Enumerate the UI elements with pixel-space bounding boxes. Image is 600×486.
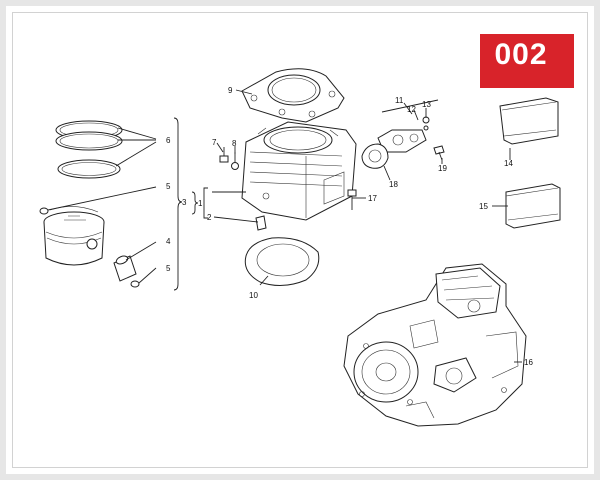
cylinder-block <box>241 121 357 221</box>
leader-lines-left <box>47 127 157 284</box>
bolt-19 <box>433 145 445 161</box>
callout-2: 2 <box>207 213 212 222</box>
callout-3: 3 <box>182 198 187 207</box>
dowel-screw-7 <box>219 147 229 163</box>
callout-18: 18 <box>389 180 398 189</box>
chain-tensioner-assembly <box>377 99 439 153</box>
piston <box>43 206 105 266</box>
circlip-top <box>39 207 49 215</box>
callout-7: 7 <box>212 138 217 147</box>
callout-13: 13 <box>422 100 431 109</box>
diagram-inner-border <box>12 12 588 468</box>
group-bracket-1 <box>191 191 199 215</box>
callout-labels: 6 5 4 5 3 1 2 7 8 9 10 11 12 13 14 15 16… <box>166 86 533 367</box>
section-badge-background <box>480 34 574 88</box>
callout-5-bottom: 5 <box>166 264 171 273</box>
callout-12: 12 <box>407 105 416 114</box>
piston-pin <box>113 255 137 282</box>
callout-6: 6 <box>166 136 171 145</box>
piston-rings <box>55 120 123 179</box>
tensioner-gasket-18 <box>361 143 389 169</box>
callout-9: 9 <box>228 86 233 95</box>
callout-1: 1 <box>198 199 203 208</box>
callout-16: 16 <box>524 358 533 367</box>
callout-10: 10 <box>249 291 258 300</box>
group-bracket-1b <box>203 187 208 219</box>
spring-screw-13 <box>422 116 430 131</box>
cylinder-head-gasket <box>241 68 345 123</box>
bolt-17 <box>347 189 357 210</box>
callout-17: 17 <box>368 194 377 203</box>
leader-lines-right <box>212 89 522 363</box>
callout-11: 11 <box>395 96 404 105</box>
complete-engine <box>343 263 527 427</box>
exploded-parts-diagram: 6 5 4 5 3 1 2 7 8 9 10 11 12 13 14 15 16… <box>39 34 574 427</box>
circlip-bottom <box>130 280 140 288</box>
callout-14: 14 <box>504 159 513 168</box>
gasket-kit-bag-14 <box>499 97 559 145</box>
dowel-pin-2 <box>255 215 267 231</box>
callout-15: 15 <box>479 202 488 211</box>
group-bracket-3 <box>173 117 183 291</box>
section-number-badge: 002 <box>494 38 548 71</box>
callout-4: 4 <box>166 237 171 246</box>
callout-19: 19 <box>438 164 447 173</box>
callout-8: 8 <box>232 139 237 148</box>
gasket-kit-bag-15 <box>505 183 561 229</box>
callout-5-top: 5 <box>166 182 171 191</box>
dowel-pin-8 <box>231 152 239 170</box>
cylinder-base-gasket <box>244 237 320 286</box>
